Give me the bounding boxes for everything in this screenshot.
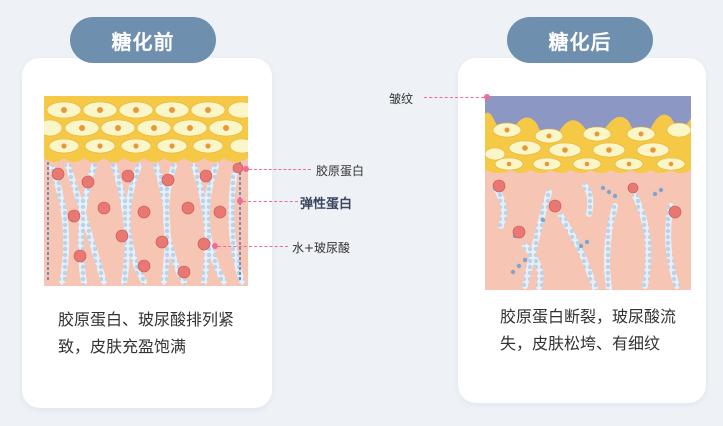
after-skin-illustration — [485, 96, 691, 290]
hyaluronic-spheres — [492, 179, 682, 239]
annotation-line-hyaluronic — [218, 246, 288, 247]
annotation-dot-collagen — [243, 166, 249, 172]
annotation-dot-elastin — [237, 198, 243, 204]
label-hyaluronic: 水+玻尿酸 — [292, 241, 351, 255]
after-title-pill: 糖化后 — [507, 17, 653, 63]
skin-cells — [485, 122, 691, 171]
fiber-fragments — [510, 185, 664, 275]
epidermis-layer — [485, 112, 691, 173]
after-caption: 胶原蛋白断裂，玻尿酸流失，皮肤松垮、有细纹 — [500, 307, 677, 353]
annotation-line-collagen — [249, 169, 311, 170]
before-skin-illustration — [44, 96, 248, 286]
label-elastin: 弹性蛋白 — [300, 197, 353, 212]
before-title-pill: 糖化前 — [70, 17, 216, 63]
annotation-dot-hyaluronic — [212, 243, 218, 249]
annotation-line-wrinkle — [424, 97, 484, 98]
annotation-dot-wrinkle — [484, 94, 490, 100]
skin-cells — [44, 101, 248, 154]
elastin-fibers — [47, 162, 241, 282]
annotation-line-elastin — [243, 201, 298, 202]
hyaluronic-spheres — [51, 162, 244, 279]
label-collagen: 胶原蛋白 — [316, 164, 365, 178]
before-caption: 胶原蛋白、玻尿酸排列紧致，皮肤充盈饱满 — [58, 310, 235, 356]
label-wrinkle: 皱纹 — [389, 92, 414, 106]
